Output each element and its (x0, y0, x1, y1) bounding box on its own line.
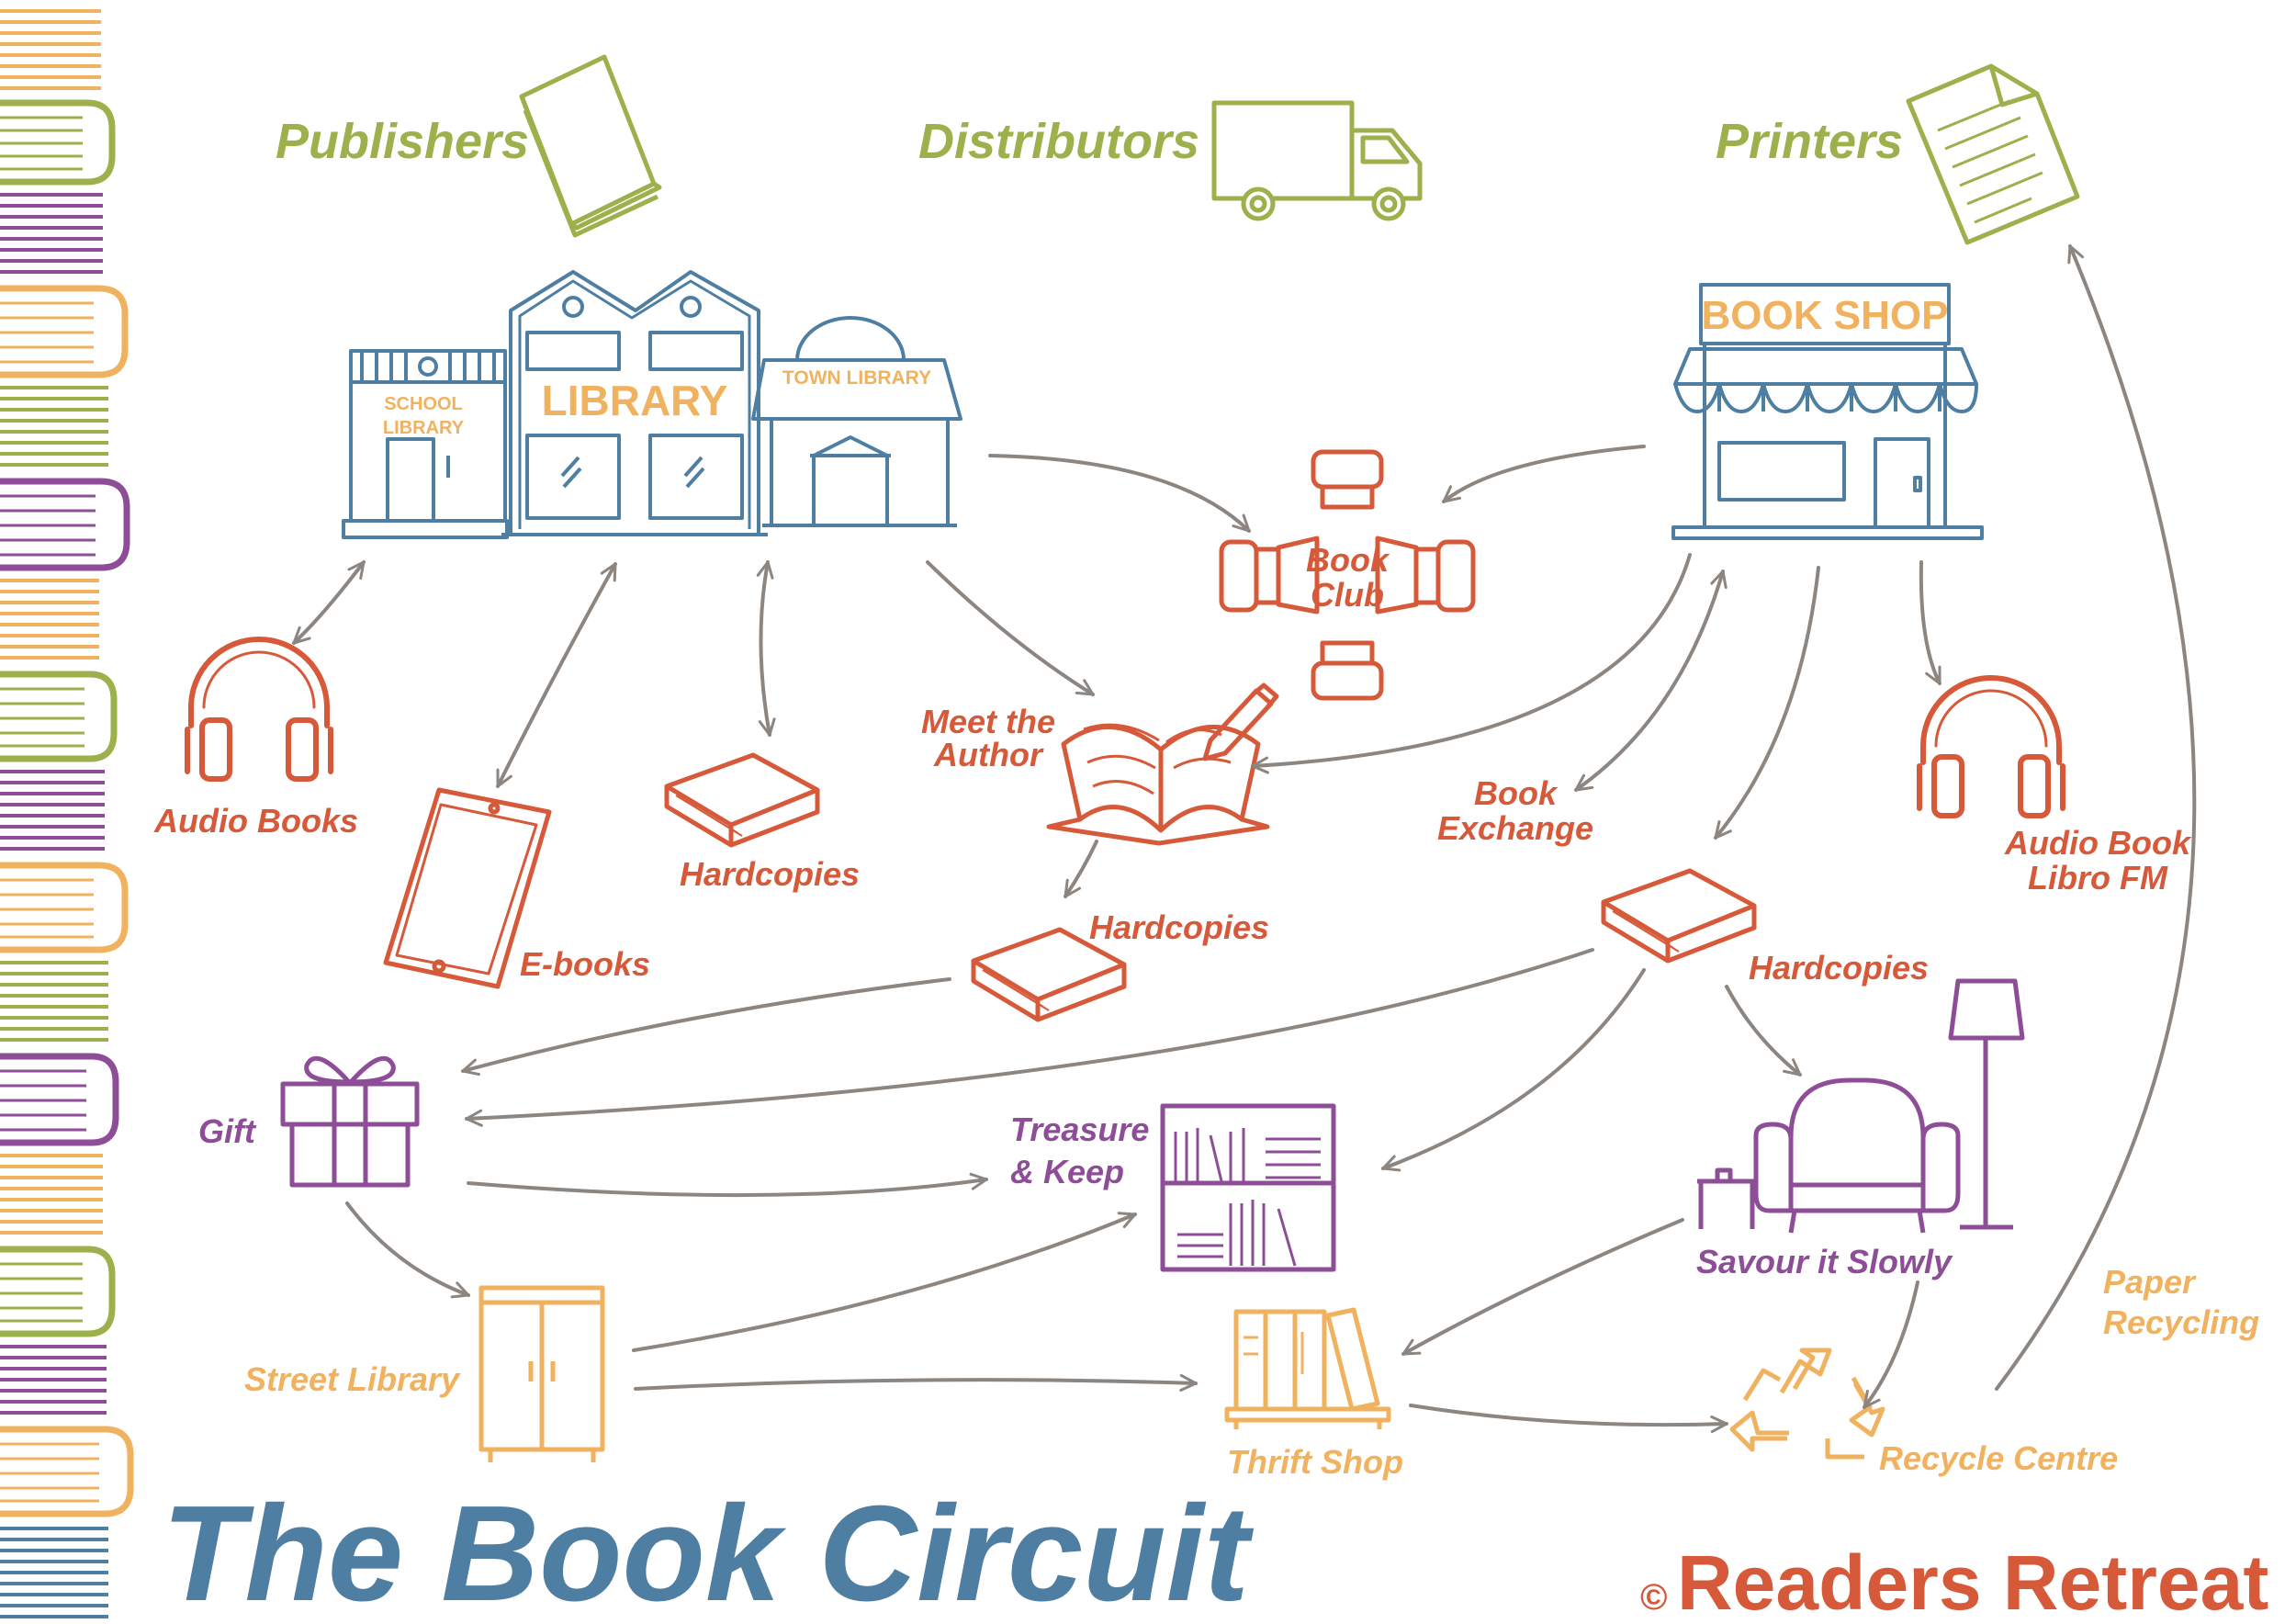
book-spine-orange-1 (0, 288, 125, 375)
audio-book-label-line1: Audio Book (2004, 824, 2192, 862)
publishers-label: Publishers (276, 114, 529, 169)
book-spine-purple-1 (0, 481, 127, 568)
gift-label: Gift (198, 1112, 257, 1150)
brand-name: Readers Retreat (1677, 1539, 2268, 1624)
paper-recycling-label-line2: Recycling (2103, 1303, 2259, 1341)
treasure-label-line2: & Keep (1010, 1153, 1124, 1190)
hardcover-book-icon (667, 755, 817, 845)
recycle-icon (1732, 1350, 1883, 1457)
street-library-cabinet-icon (481, 1288, 602, 1462)
book-stack-lines-orange-3 (0, 1156, 103, 1233)
paper-recycling-label-line1: Paper (2103, 1263, 2197, 1301)
arrow-bookshop-audiobook (1921, 562, 1940, 683)
book-stack-lines-blue (0, 1528, 108, 1617)
savour-label: Savour it Slowly (1696, 1243, 1953, 1280)
copyright-symbol: © (1640, 1577, 1667, 1618)
arrow-bookshop-bookclub (1444, 446, 1644, 502)
book-spine-orange-2 (0, 865, 125, 950)
arrow-streetlibrary-treasure (634, 1214, 1135, 1350)
hardcopies-library-label: Hardcopies (680, 855, 860, 893)
arrow-library-audiobooks (294, 562, 364, 643)
arrow-bookshop-exchange (1576, 571, 1723, 790)
arrow-library-bookclub (990, 456, 1249, 531)
arrow-thrift-recycle (1411, 1405, 1727, 1425)
book-stack-lines-purple-1 (0, 195, 103, 272)
gift-icon (283, 1058, 417, 1185)
arrow-gift-treasure (468, 1179, 986, 1195)
arrow-savour-recycle (1864, 1282, 1918, 1407)
arrow-streetlibrary-thrift (636, 1380, 1196, 1389)
book-shop-sign: BOOK SHOP (1702, 293, 1949, 338)
recycle-centre-label: Recycle Centre (1879, 1439, 2118, 1477)
arrow-hardcopies-gift-1 (463, 979, 950, 1071)
school-library-sign-line2: LIBRARY (383, 418, 465, 438)
headphones-icon (187, 639, 331, 779)
book-stack-border (0, 11, 130, 1617)
town-library-building (753, 318, 961, 525)
arrow-library-ebooks (498, 564, 615, 786)
thrift-shop-shelf-icon (1227, 1310, 1389, 1429)
book-stack-lines-purple-3 (0, 1347, 107, 1413)
library-sign: LIBRARY (542, 377, 728, 424)
book-stack-lines-purple-2 (0, 772, 105, 849)
truck-icon (1214, 103, 1420, 219)
hardcopies-shop-label: Hardcopies (1749, 949, 1929, 987)
arrow-author-hardcopies (1065, 841, 1097, 897)
distributors-label: Distributors (918, 114, 1199, 169)
book-spine-purple-2 (0, 1056, 116, 1143)
hardcover-book-icon (1604, 871, 1754, 961)
page-title: The Book Circuit (162, 1478, 1255, 1624)
book-stack-lines (0, 11, 101, 88)
arrow-savour-thrift (1403, 1220, 1683, 1354)
book-stack-lines-green-1 (0, 388, 108, 465)
book-club-label-line1: Book (1306, 541, 1390, 579)
book-spine-green-2 (0, 674, 114, 759)
book-club-label-line2: Club (1311, 576, 1384, 614)
school-library-sign-line1: SCHOOL (384, 394, 463, 414)
book-exchange-label-line2: Exchange (1437, 809, 1593, 847)
document-icon (1908, 66, 2077, 242)
treasure-label-line1: Treasure (1010, 1111, 1149, 1148)
ebooks-label: E-books (520, 945, 650, 983)
meet-author-label-line2: Author (933, 736, 1044, 773)
school-library-building (343, 351, 507, 537)
bookshelf-icon (1163, 1106, 1334, 1269)
book-spine-green-3 (0, 1249, 112, 1334)
book-spine-green-1 (0, 103, 112, 182)
headphones-icon (1919, 678, 2063, 816)
town-library-sign: TOWN LIBRARY (782, 367, 931, 389)
printers-label: Printers (1716, 114, 1903, 169)
arrow-bookshop-hardcopies (1716, 568, 1818, 838)
book-icon (522, 57, 659, 235)
book-stack-lines-green-3 (0, 963, 108, 1040)
meet-author-label-line1: Meet the (921, 703, 1055, 740)
audio-books-label: Audio Books (153, 802, 358, 840)
open-book-pen-icon (1049, 685, 1277, 843)
arrow-library-author (928, 562, 1093, 694)
arrow-gift-streetlibrary (347, 1203, 468, 1295)
book-exchange-label-line1: Book (1474, 774, 1559, 812)
hardcopies-author-label: Hardcopies (1089, 908, 1269, 946)
arrow-library-hardcopies (760, 562, 770, 735)
arrow-hardcopies-savour (1727, 987, 1800, 1075)
book-stack-lines-orange-2 (0, 581, 99, 658)
street-library-label: Street Library (244, 1360, 461, 1398)
thrift-shop-label: Thrift Shop (1227, 1443, 1403, 1481)
book-spine-orange-3 (0, 1429, 130, 1514)
audio-book-label-line2: Libro FM (2028, 859, 2168, 897)
